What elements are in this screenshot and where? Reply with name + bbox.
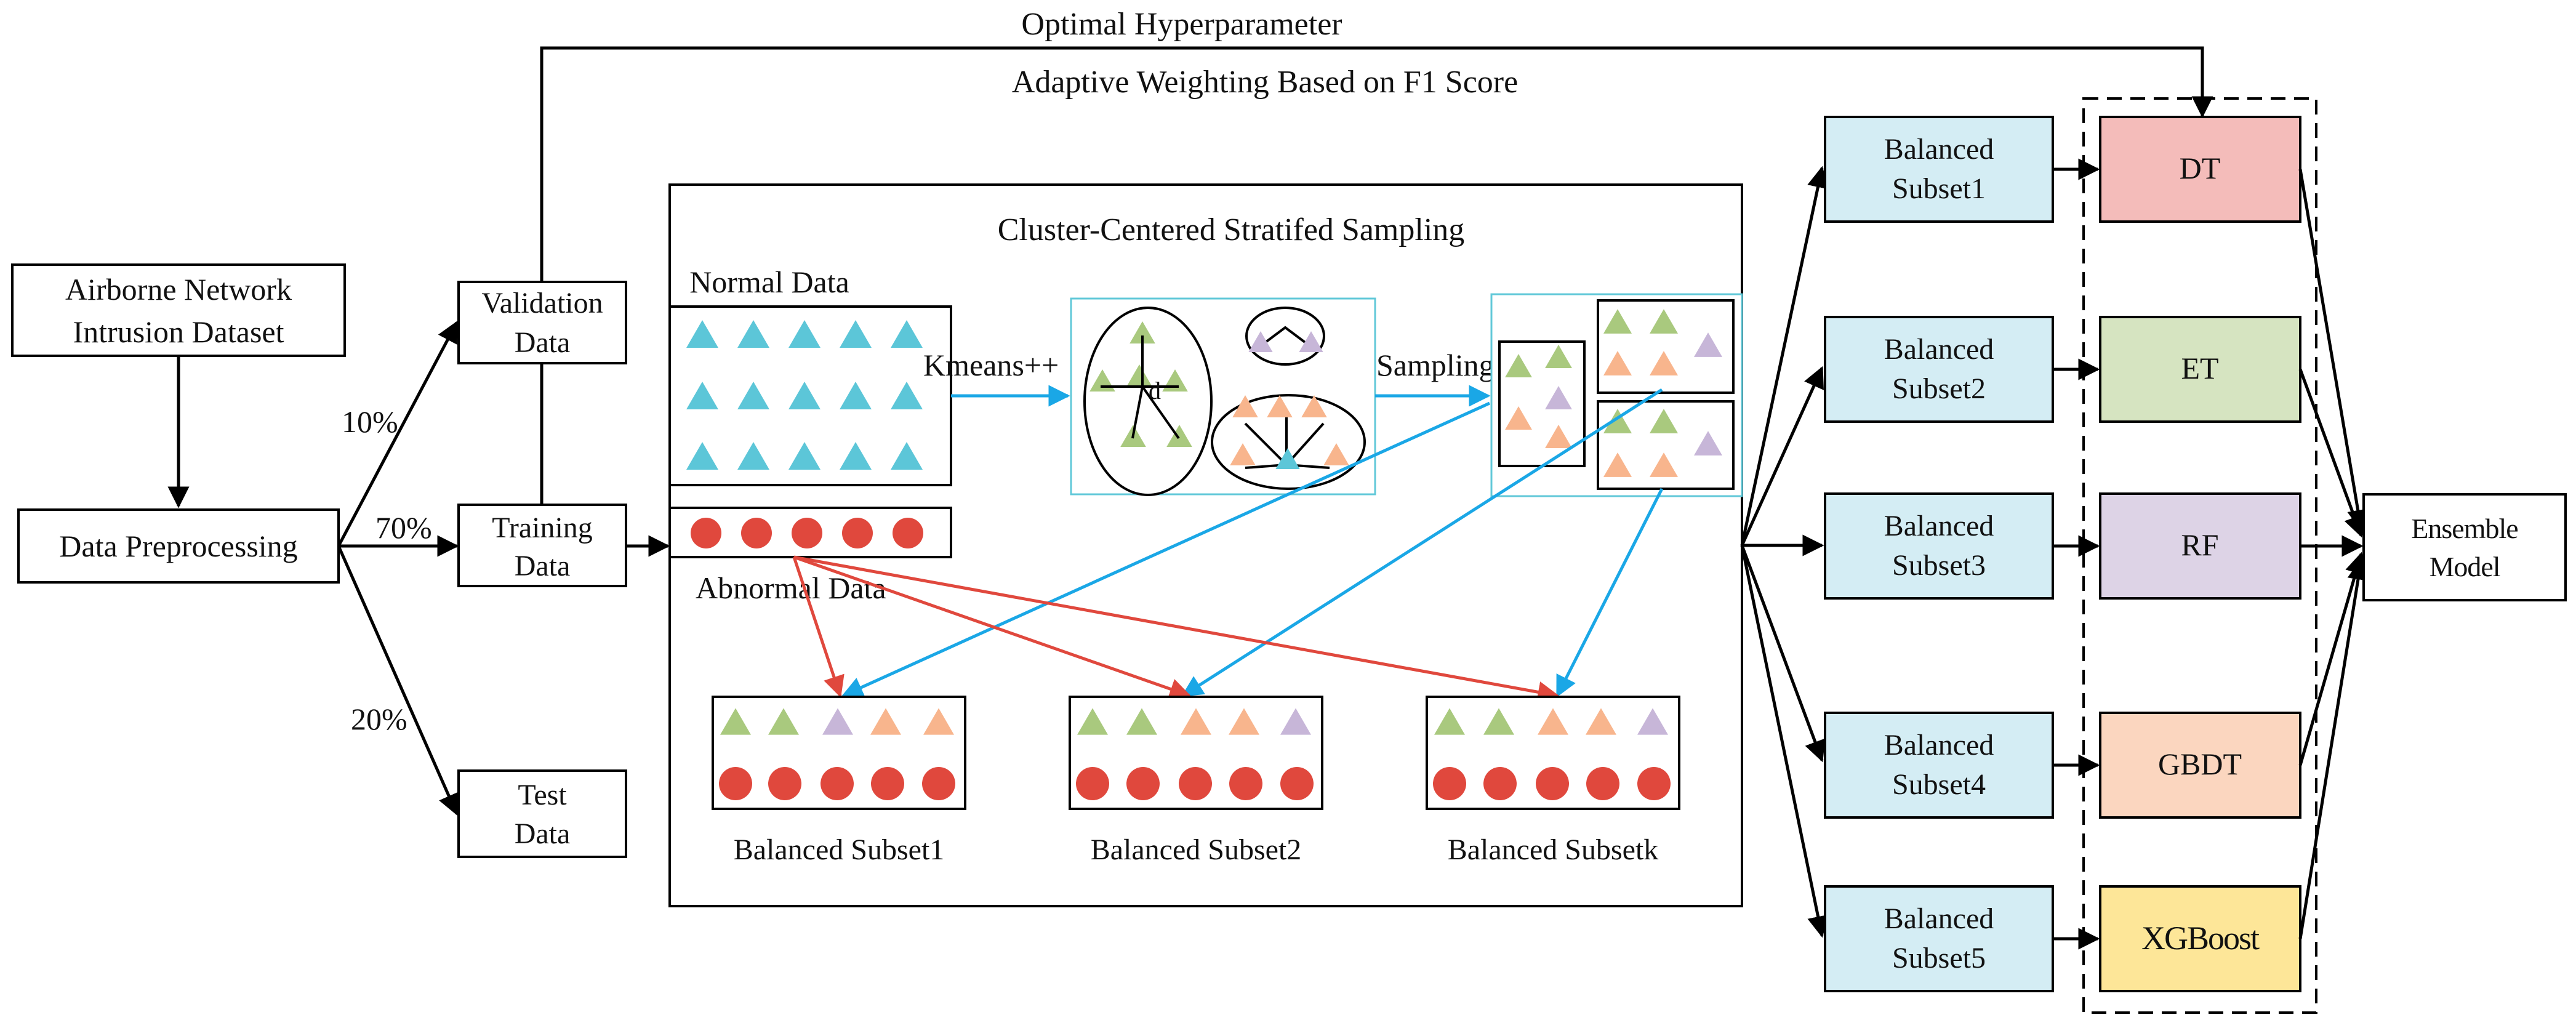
subset-5-balanced: Balanced [1884,902,1994,935]
subset-3-balanced: Balanced [1884,510,1994,542]
fanout-arrows [1740,166,1829,938]
dataset-label-line1: Airborne Network [65,272,292,307]
inner-balanced-subset-k [1426,696,1680,810]
test-label-line1: Test [518,779,567,811]
distance-d-label: d [1149,377,1161,404]
test-box: Test Data [457,769,627,858]
sampling-label: Sampling [1376,348,1495,382]
split-arrow-validation [337,320,459,547]
cluster-panel: d [1070,297,1376,496]
preprocessing-label: Data Preprocessing [59,529,297,563]
model-gbdt-label: GBDT [2158,747,2242,781]
ensemble-label-line2: Model [2429,551,2500,582]
model-gbdt: GBDT [2099,712,2301,819]
model-et: ET [2099,316,2301,423]
validation-label-line1: Validation [481,287,603,319]
subset-2-name: Subset2 [1892,372,1986,405]
subset-box-3: Balanced Subset3 [1824,492,2054,600]
inner-balanced-subset-1 [712,696,966,810]
dataset-box: Airborne Network Intrusion Dataset [11,263,346,357]
model-rf: RF [2099,492,2301,600]
training-label-line1: Training [492,512,593,544]
subset-1-balanced: Balanced [1884,133,1994,166]
pct-20-label: 20% [351,702,407,736]
inner-bs1-label: Balanced Subset1 [734,833,945,866]
subset-box-4: Balanced Subset4 [1824,712,2054,819]
subset-1-name: Subset1 [1892,172,1986,205]
optimal-hyperparameter-label: Optimal Hyperparameter [1021,7,1342,42]
ensemble-label-line1: Ensemble [2411,513,2518,544]
normal-data-box [668,305,952,486]
subset-5-name: Subset5 [1892,942,1986,974]
training-label-line2: Data [515,550,571,582]
abnormal-data-box [668,507,952,558]
normal-data-label: Normal Data [689,265,849,299]
pct-10-label: 10% [342,404,398,439]
kmeans-label: Kmeans++ [923,348,1059,382]
preprocessing-box: Data Preprocessing [17,508,340,584]
model-dt-label: DT [2180,151,2221,185]
pct-70-label: 70% [375,510,432,545]
abnormal-data-label: Abnormal Data [696,571,886,605]
subset-box-5: Balanced Subset5 [1824,885,2054,992]
red-arrow-subset2 [793,555,1192,700]
model-et-label: ET [2181,351,2218,385]
inner-bsk-label: Balanced Subsetk [1448,833,1659,866]
dataset-label-line2: Intrusion Dataset [73,315,284,349]
red-arrow-subsetk [793,555,1560,703]
test-label-line2: Data [515,817,571,850]
inner-balanced-subset-2 [1069,696,1323,810]
subset-4-name: Subset4 [1892,768,1986,801]
inner-bs2-label: Balanced Subset2 [1091,833,1302,866]
model-xgboost: XGBoost [2099,885,2301,992]
subset-2-balanced: Balanced [1884,333,1994,366]
subset-3-name: Subset3 [1892,549,1986,582]
ccss-panel: Cluster-Centered Stratifed Sampling Norm… [668,183,1743,907]
model-group-dashed-frame [2082,97,2317,1014]
validation-box: Validation Data [457,281,627,364]
model-dt: DT [2099,116,2301,223]
blue-arrow-subset1 [841,401,1491,697]
subset-4-balanced: Balanced [1884,729,1994,761]
subset-model-arrows [2053,158,2100,950]
validation-label-line2: Data [515,326,571,359]
blue-arrow-subsetk [1555,488,1664,698]
subset-box-1: Balanced Subset1 [1824,116,2054,223]
ensemble-model-box: Ensemble Model [2362,493,2567,601]
model-ensemble-arrows [2298,169,2369,939]
ccss-title: Cluster-Centered Stratifed Sampling [998,212,1465,247]
sampling-panel [1490,293,1743,497]
model-rf-label: RF [2181,528,2218,562]
split-arrow-test [337,545,459,816]
red-arrow-subset1 [792,556,845,698]
subset-box-2: Balanced Subset2 [1824,316,2054,423]
abnormal-data-dots [691,518,923,548]
adaptive-weighting-label: Adaptive Weighting Based on F1 Score [1012,65,1518,100]
training-box: Training Data [457,504,627,587]
blue-arrow-subset2 [1181,388,1663,697]
top-feedback-line: Optimal Hyperparameter Adaptive Weightin… [540,7,2213,505]
model-xgboost-label: XGBoost [2141,920,2260,957]
